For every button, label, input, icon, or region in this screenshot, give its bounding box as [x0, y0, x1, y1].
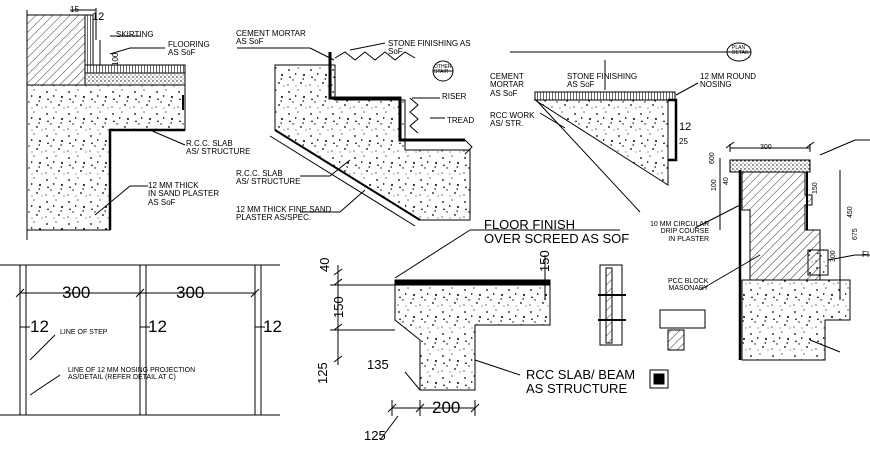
- rcc-beam-section: [394, 284, 551, 391]
- dim-135: 135: [367, 357, 389, 372]
- fi-label: FI: [862, 250, 870, 259]
- dim-300-right: 300: [176, 283, 205, 302]
- dim-200: 200: [432, 398, 461, 417]
- rcc-slab-beam-label: RCC SLAB/ BEAM AS STRUCTURE: [526, 367, 636, 396]
- dim-125-left: 125: [315, 362, 330, 384]
- dim-150-right: 150: [537, 250, 552, 272]
- stone-finishing-label-2: STONE FINISHING AS SoF: [567, 72, 638, 90]
- riser-label: RISER: [442, 92, 467, 101]
- floor-finish-label: FLOOR FINISH OVER SCREED AS SOF: [484, 217, 630, 246]
- flooring-layer: [84, 64, 186, 74]
- dim-150-left: 150: [331, 296, 346, 318]
- coping-layer: [729, 159, 811, 173]
- line-of-step-label: LINE OF STEP: [60, 329, 108, 336]
- drip-course-label: 10 MM CIRCULAR DRIP COURSE IN PLASTER: [650, 221, 710, 243]
- dim-12-nosing: 12: [679, 121, 692, 133]
- stair-finish: [328, 52, 465, 142]
- rcc-work-label: RCC WORK AS/ STR.: [490, 111, 535, 129]
- rcc-slab-section: [26, 84, 186, 231]
- dim-25: 25: [679, 137, 688, 146]
- railing-details: [598, 264, 706, 389]
- plaster-line: [108, 128, 185, 230]
- nosing-stone: [534, 91, 676, 101]
- sand-plaster-label: 12 MM THICK IN SAND PLASTER AS SoF: [148, 181, 220, 207]
- rcc-slab-label-2: R.C.C. SLAB AS/ STRUCTURE: [236, 169, 301, 187]
- dim-12-plan-1: 12: [30, 317, 49, 336]
- dim-450: 450: [847, 206, 854, 218]
- nosing-detail: [510, 42, 752, 213]
- dim-12-plan-3: 12: [263, 317, 282, 336]
- dim-12-top: 12: [92, 11, 105, 23]
- fine-sand-plaster-label: 12 MM THICK FINE SAND PLASTER AS/SPEC.: [236, 205, 332, 223]
- dim-300-side: 300: [830, 250, 837, 262]
- tread-label: TREAD: [447, 116, 475, 125]
- cement-mortar-label-2: CEMENT MORTAR AS SoF: [490, 72, 524, 98]
- dim-100: 100: [111, 52, 120, 66]
- dim-600: 600: [709, 152, 716, 164]
- parapet-concrete: [741, 279, 851, 361]
- screed-layer: [84, 72, 186, 86]
- plan-detail-label: PLAN DETAIL: [732, 45, 750, 57]
- stair-section-detail: [237, 42, 473, 227]
- skirting-label: SKIRTING: [116, 30, 154, 39]
- dim-40: 40: [317, 257, 332, 272]
- stair-concrete: [274, 64, 471, 221]
- wall-hatch: [26, 14, 86, 86]
- dim-40-parapet: 40: [723, 177, 730, 185]
- flooring-label: FLOORING AS SoF: [168, 40, 210, 58]
- parapet-detail: [694, 139, 870, 361]
- pcc-block-label: PCC BLOCK MASONARY: [668, 278, 709, 293]
- dim-300-left: 300: [62, 283, 91, 302]
- other-stair-label: OTHER STAIR: [434, 64, 452, 76]
- rcc-slab-label-1: R.C.C. SLAB AS/ STRUCTURE: [186, 139, 251, 157]
- skirting-detail: [26, 8, 186, 240]
- round-nosing-label: 12 MM ROUND NOSING: [700, 72, 757, 90]
- parapet-wall: [741, 171, 821, 281]
- cement-mortar-label-1: CEMENT MORTAR AS SoF: [236, 29, 306, 47]
- nosing-projection-label: LINE OF 12 MM NOSING PROJECTION AS/DETAI…: [68, 367, 196, 382]
- nosing-concrete: [533, 99, 669, 186]
- stone-finishing-label-1: STONE FINISHING AS SoF: [388, 39, 471, 57]
- dim-100-parapet: 100: [711, 179, 718, 191]
- slab-beam-detail: [330, 229, 620, 441]
- step-plan-detail: [0, 264, 280, 416]
- dim-150-parapet: 150: [812, 182, 819, 194]
- dim-12-plan-2: 12: [148, 317, 167, 336]
- dim-675: 675: [852, 228, 859, 240]
- dim-15: 15: [70, 5, 79, 14]
- dim-300-parapet: 300: [760, 144, 772, 151]
- dim-125-bottom: 125: [364, 428, 386, 443]
- floor-finish-layer: [394, 279, 551, 286]
